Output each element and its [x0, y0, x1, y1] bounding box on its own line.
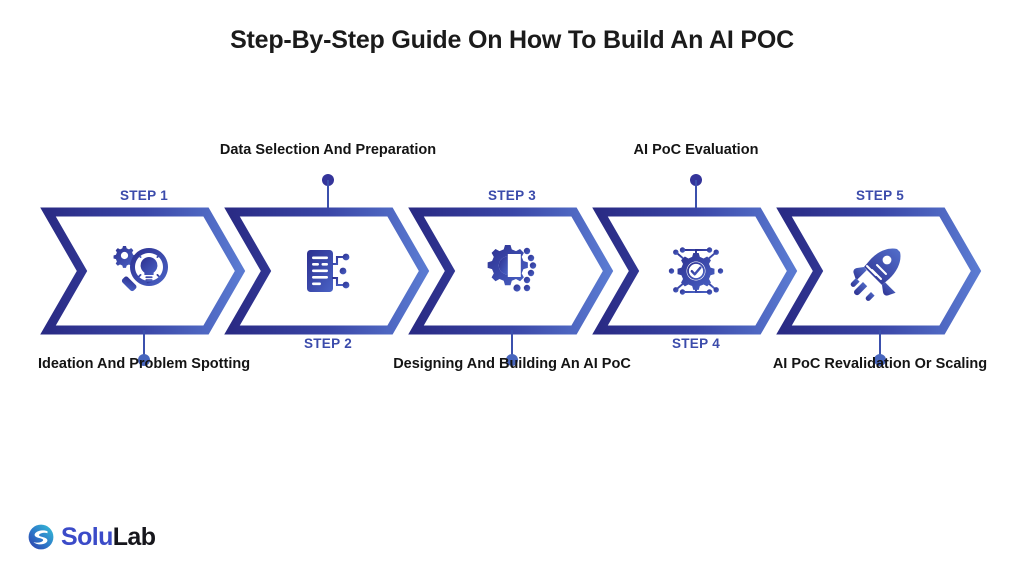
chevron-shape-1 — [40, 207, 246, 335]
rocket-icon — [845, 240, 915, 302]
logo-text-secondary: Lab — [112, 522, 156, 551]
step-description-2: Data Selection And Preparation — [219, 142, 437, 158]
step-number-label-2: STEP 2 — [303, 336, 353, 351]
document-circuit-icon — [293, 240, 363, 302]
flow-step-4[interactable]: AI PoC Evaluation — [592, 132, 798, 412]
gear-check-network-icon — [661, 240, 731, 302]
gear-circuit-icon — [477, 240, 547, 302]
solulab-wordmark: SoluLab — [61, 522, 156, 552]
chevron-shape-4 — [592, 207, 798, 335]
step-description-3: Designing And Building An AI PoC — [393, 356, 631, 372]
step-connector-dot-3 — [506, 354, 518, 366]
step-connector-dot-1 — [138, 354, 150, 366]
flow-step-3[interactable]: STEP 3 — [393, 132, 631, 412]
chevron-shape-5 — [776, 207, 982, 335]
page-title: Step-By-Step Guide On How To Build An AI… — [230, 26, 794, 54]
step-number-label-5: STEP 5 — [855, 188, 905, 203]
flow-step-2[interactable]: Data Selection And Preparation — [220, 132, 436, 412]
logo-text-primary: Solu — [61, 522, 113, 551]
chevron-shape-3 — [408, 207, 614, 335]
chevron-shape-2 — [224, 207, 430, 335]
step-connector-line-1 — [143, 330, 145, 360]
step-description-1: Ideation And Problem Spotting — [37, 356, 251, 372]
solulab-swoosh-icon — [28, 524, 54, 550]
step-connector-dot-5 — [874, 354, 886, 366]
step-number-label-1: STEP 1 — [119, 188, 169, 203]
step-connector-line-3 — [511, 330, 513, 360]
step-description-5: AI PoC Revalidation Or Scaling — [772, 356, 988, 372]
flow-step-1[interactable]: STEP 1 — [38, 132, 250, 412]
process-flow: STEP 1 — [38, 132, 987, 412]
step-connector-line-5 — [879, 330, 881, 360]
step-number-label-3: STEP 3 — [487, 188, 537, 203]
flow-step-5[interactable]: STEP 5 — [773, 132, 987, 412]
step-connector-line-4 — [695, 180, 697, 212]
step-number-label-4: STEP 4 — [671, 336, 721, 351]
magnifier-lightbulb-gear-icon — [109, 240, 179, 302]
step-description-4: AI PoC Evaluation — [633, 142, 759, 158]
solulab-logo[interactable]: SoluLab — [28, 522, 156, 552]
step-connector-line-2 — [327, 180, 329, 212]
